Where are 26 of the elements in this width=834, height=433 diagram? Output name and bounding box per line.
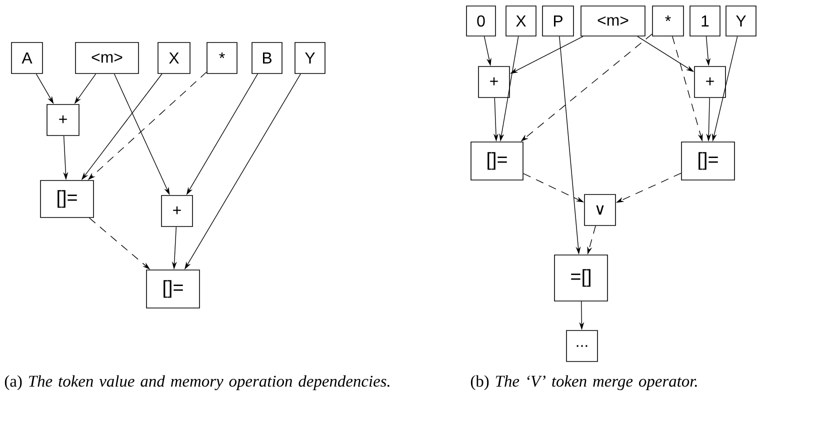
token-box: Y [294,42,326,74]
operator-box: []= [40,180,94,218]
operator-box: ∨ [584,194,616,226]
operator-box: ... [566,330,598,362]
operator-box: []= [146,270,200,308]
operator-box: []= [470,142,524,180]
operator-box: + [694,66,726,98]
token-box: A [11,42,43,74]
subfigure-caption: (b) The ‘V’ token merge operator. [470,375,697,390]
operator-box: + [161,195,193,227]
token-box: X [506,6,536,36]
operator-box: + [478,66,510,98]
subfigure-caption: (a) The token value and memory operation dependencies. [4,375,390,390]
token-box: <m> [75,42,139,74]
operator-box: []= [681,142,735,180]
token-box: * [652,6,684,36]
token-box: 1 [690,6,720,36]
operator-box: + [46,104,80,136]
operator-box: =[] [554,254,608,302]
token-box: <m> [580,6,646,36]
token-box: B [252,42,282,74]
token-box: 0 [466,6,496,36]
token-box: P [542,6,574,36]
token-box: * [206,42,238,74]
token-box: Y [726,6,756,36]
token-box: X [158,42,190,74]
